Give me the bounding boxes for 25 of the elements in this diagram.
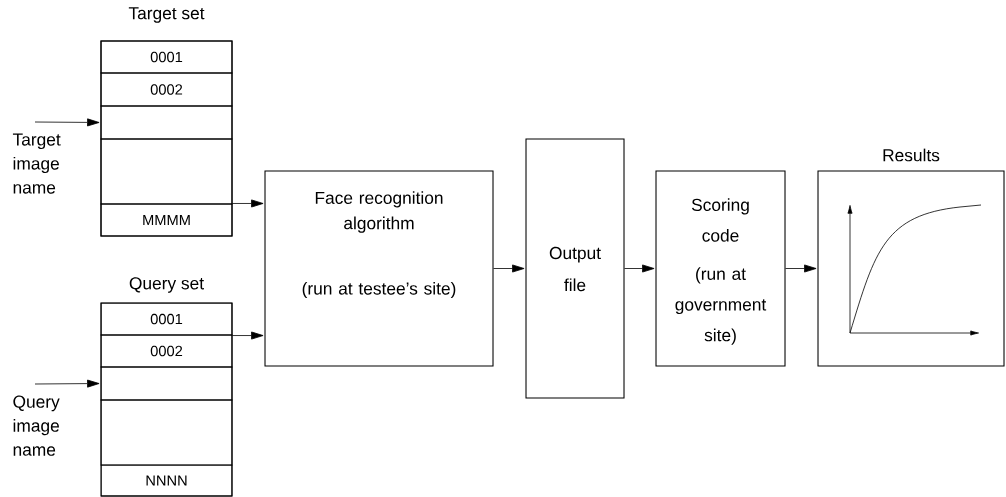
arrow [232, 331, 264, 340]
empty-cell [100, 366, 233, 401]
arrow [34, 118, 100, 127]
table-cell: NNNN [100, 464, 233, 497]
table-cell: 0002 [100, 334, 233, 368]
table-heading: Target set [128, 7, 205, 23]
empty-cell [100, 399, 233, 466]
empty-cell [100, 105, 233, 140]
arrow [624, 264, 655, 273]
process-box: Face recognition algorithm (run at testee’s site) [264, 170, 494, 367]
input-label: Target image name [12, 133, 61, 194]
arrow [232, 199, 264, 208]
process-box: Scoring code (run at government site) [655, 170, 786, 367]
table-cell: 0001 [100, 40, 233, 74]
table-cell: 0001 [100, 302, 233, 336]
table-cell: MMMM [100, 203, 233, 237]
process-box: Output file [525, 138, 625, 399]
input-label: Query image name [13, 395, 60, 456]
table-cell: 0002 [100, 72, 233, 107]
panel-heading: Results [883, 148, 940, 162]
arrow [493, 264, 525, 273]
arrow [785, 264, 817, 273]
arrow [34, 379, 100, 388]
table-heading: Query set [129, 277, 204, 293]
empty-cell [100, 138, 233, 205]
